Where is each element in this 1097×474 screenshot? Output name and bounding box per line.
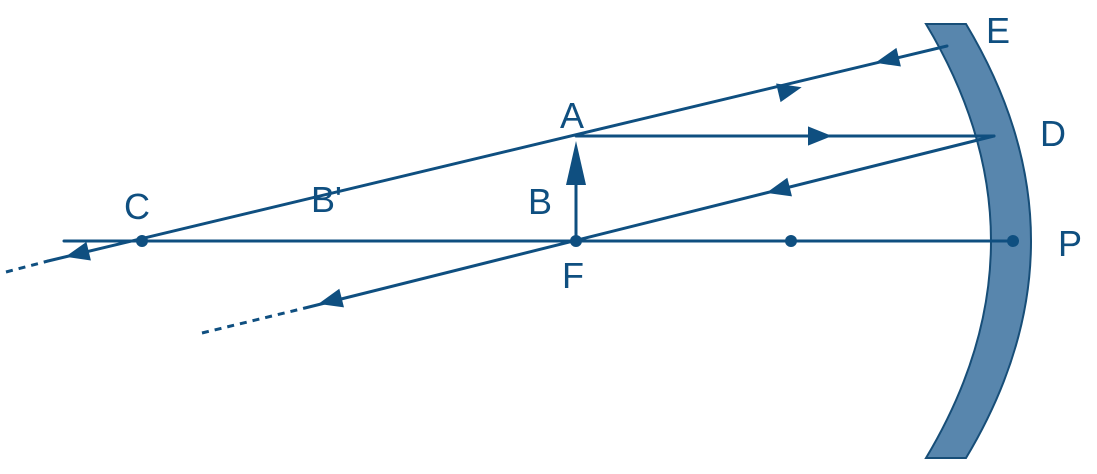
point-p — [1007, 235, 1019, 247]
point-mid — [785, 235, 797, 247]
ray-through-center — [46, 44, 949, 263]
point-f — [570, 235, 582, 247]
label-a: A — [560, 95, 584, 136]
ray-reflected-arrow-lower — [318, 288, 344, 308]
label-d: D — [1040, 113, 1066, 154]
label-f: F — [562, 255, 584, 296]
label-b-prime: B' — [311, 179, 342, 220]
label-p: P — [1058, 223, 1082, 264]
ray-parallel-arrow — [808, 126, 832, 146]
ray-reflected-extension — [201, 306, 306, 335]
label-b: B — [528, 181, 552, 222]
concave-mirror — [924, 23, 1032, 459]
ray-through-center-arrow-reflected-lower — [65, 241, 91, 261]
ray-through-center-arrow-reflected-upper — [875, 47, 901, 67]
point-c — [136, 235, 148, 247]
label-c: C — [124, 186, 150, 227]
ray-reflected-through-focus — [303, 134, 996, 310]
ray-through-center-extension — [5, 259, 49, 274]
object-arrow-head — [566, 141, 586, 185]
ray-reflected-arrow-upper — [766, 177, 792, 197]
ray-through-center-arrow-incident — [776, 83, 802, 103]
label-e: E — [986, 10, 1010, 51]
